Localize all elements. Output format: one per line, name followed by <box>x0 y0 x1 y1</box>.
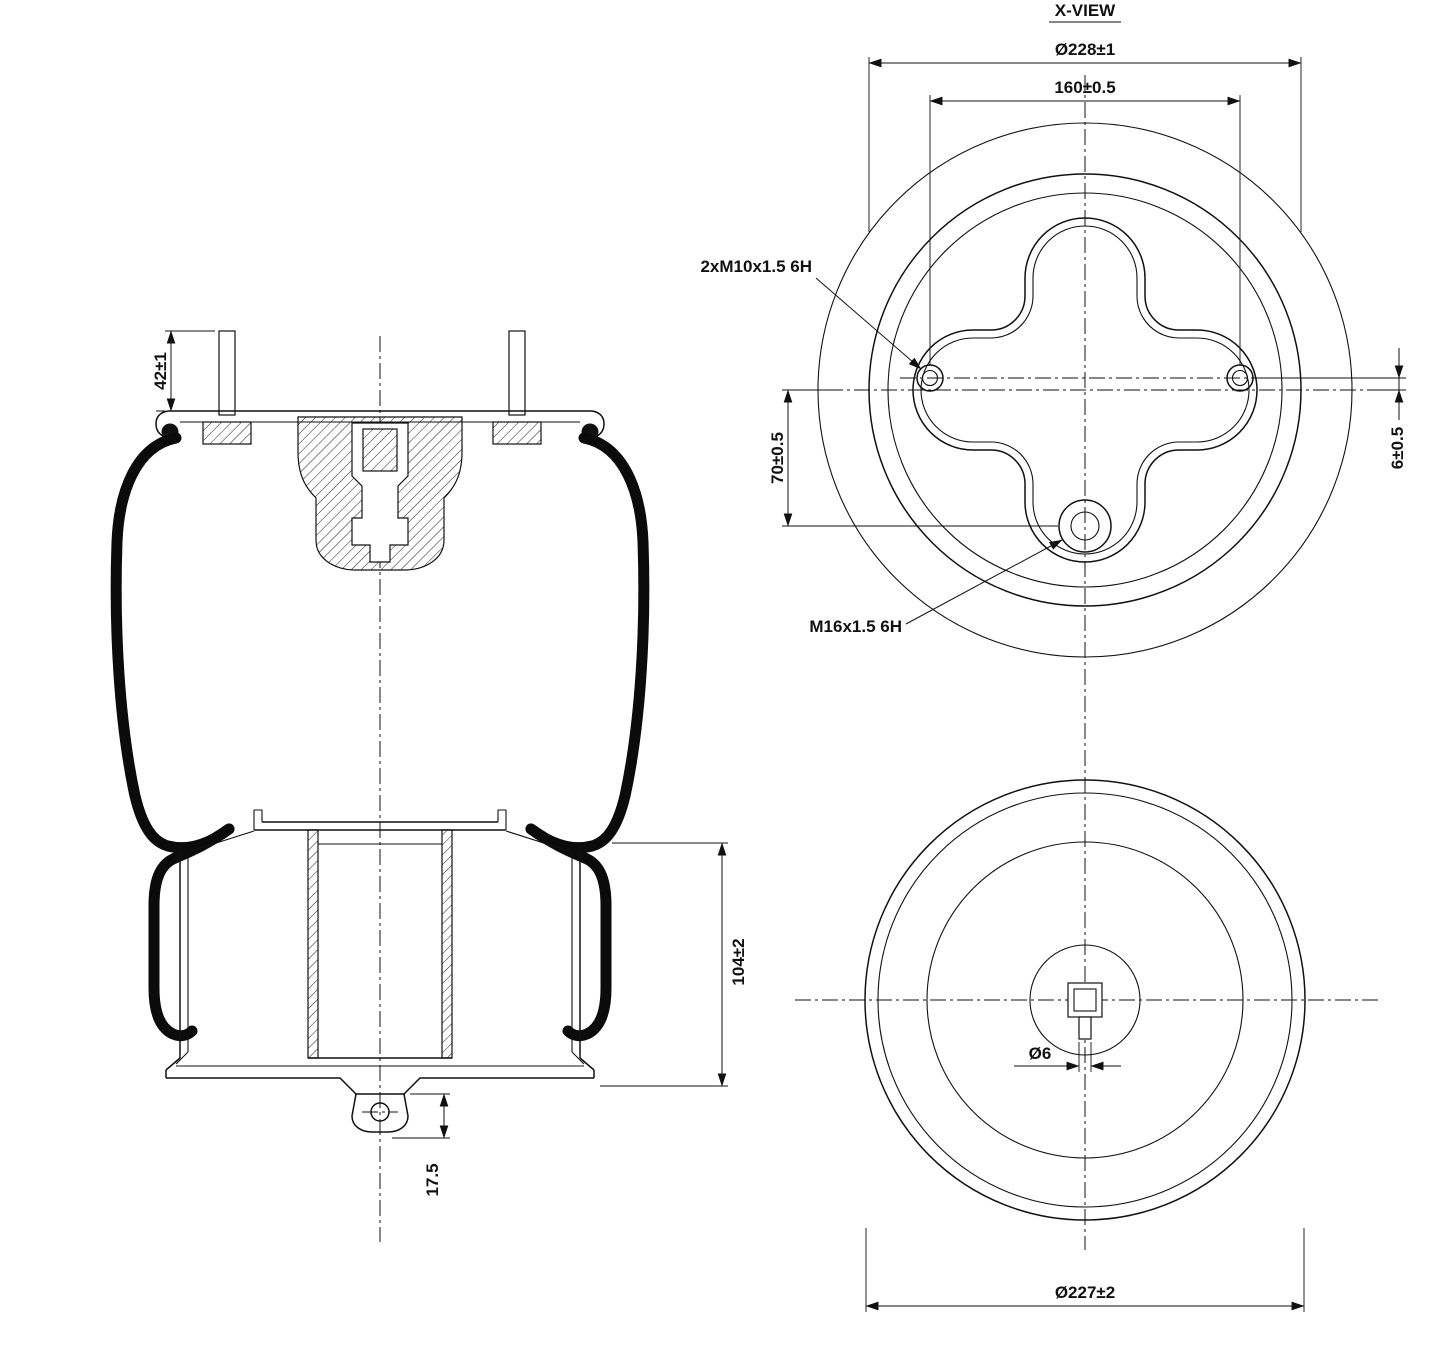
side-view: 42±1 104±2 17.5 <box>110 330 748 1242</box>
m10-callout: 2xM10x1.5 6H <box>700 257 922 370</box>
stud-left <box>218 330 236 416</box>
clover-plate <box>912 217 1258 563</box>
dim-label-160: 160±0.5 <box>1054 78 1115 97</box>
bellows-left-lobe <box>148 823 235 1042</box>
dim-label-6: 6±0.5 <box>1388 427 1407 469</box>
drain-stem <box>1078 1016 1092 1040</box>
dim-tab-offset: 17.5 <box>392 1093 450 1197</box>
m16-center-hole <box>1058 499 1112 553</box>
piston-outer-circle <box>864 779 1306 1221</box>
rubber-bellows <box>110 432 650 1042</box>
dim-label-70: 70±0.5 <box>768 432 787 484</box>
bellows-right-wall <box>525 432 650 854</box>
stud-right-nut <box>492 421 542 445</box>
m10-hole-left-thread <box>921 369 939 387</box>
stud-right <box>508 330 526 416</box>
dim-label-d228: Ø228±1 <box>1055 40 1115 59</box>
x-view-title: X-VIEW <box>1055 1 1116 20</box>
piston-outer-walls <box>179 852 581 1058</box>
clover-inner-contour <box>920 225 1250 555</box>
dim-stud-spacing: 160±0.5 <box>929 78 1241 365</box>
bellows-left-wall <box>110 432 235 854</box>
dim-label-d227: Ø227±2 <box>1055 1283 1115 1302</box>
m16-callout: M16x1.5 6H <box>809 539 1063 636</box>
dim-label-d6: Ø6 <box>1029 1044 1052 1063</box>
dim-piston-height: 104±2 <box>600 842 748 1087</box>
m16-center-hole-thread <box>1070 511 1100 541</box>
piston-tube-wall-left <box>307 829 319 1059</box>
dim-label-17-5: 17.5 <box>423 1163 442 1196</box>
hub-boss-circle <box>1029 944 1141 1056</box>
piston-cup-circle <box>926 841 1244 1159</box>
center-bumper-section <box>297 416 463 571</box>
dim-drain-hole: Ø6 <box>1014 1042 1121 1072</box>
top-studs <box>202 330 542 445</box>
stud-left-nut <box>202 421 252 445</box>
label-m10-threads: 2xM10x1.5 6H <box>700 257 812 276</box>
plate-left-curl <box>155 410 169 439</box>
hub-square-inner <box>1073 988 1097 1012</box>
m10-leader-line <box>815 277 922 370</box>
dim-stud-length: 42±1 <box>151 330 215 412</box>
bellows-right-lobe <box>525 823 612 1042</box>
dim-label-104: 104±2 <box>729 938 748 985</box>
label-m16-thread: M16x1.5 6H <box>809 617 902 636</box>
piston-flange-lips <box>253 809 507 830</box>
m16-leader-line <box>905 539 1063 625</box>
piston-inner-walls <box>187 852 573 1052</box>
dim-piston-diameter: Ø227±2 <box>865 1228 1305 1312</box>
piston-tube-wall-right <box>441 829 453 1059</box>
m10-hole-right-thread <box>1231 369 1249 387</box>
plate-inner-circle <box>887 192 1283 588</box>
dim-plate-diameter: Ø228±1 <box>868 40 1302 232</box>
dim-center-hole-offset: 70±0.5 <box>768 389 1058 527</box>
piston-flare-inner <box>175 1051 585 1065</box>
bottom-view: Ø6 Ø227±2 <box>795 779 1378 1312</box>
dim-stud-line-offset: 6±0.5 <box>1253 348 1407 469</box>
piston-bottom-corners <box>165 1070 595 1078</box>
hub-square <box>1067 982 1103 1018</box>
piston-top-slopes <box>187 830 573 853</box>
x-view: X-VIEW 2xM10x1.5 6H M16x1.5 6H <box>700 1 1407 1250</box>
plate-right-curl <box>591 410 605 439</box>
dim-label-42: 42±1 <box>151 352 170 390</box>
clover-outer-contour <box>912 217 1258 563</box>
center-bolt-section <box>362 428 398 472</box>
piston-rim-circle <box>877 792 1293 1208</box>
bottom-tab <box>351 1093 409 1133</box>
piston <box>165 809 595 1133</box>
piston-flare-outer <box>165 1057 595 1071</box>
piston-bottom-outer-line <box>166 1077 594 1095</box>
plate-outer-circle <box>868 173 1302 607</box>
